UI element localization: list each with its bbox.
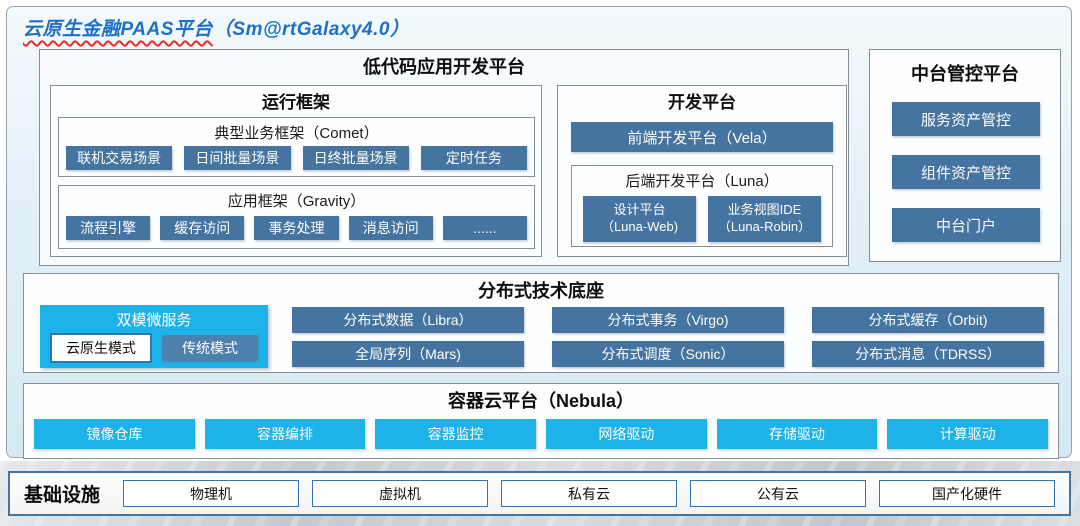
global-sequence-mars: 全局序列（Mars): [292, 341, 524, 367]
gravity-item-process-engine: 流程引擎: [66, 216, 151, 240]
distributed-message-tdrss: 分布式消息（TDRSS）: [812, 341, 1044, 367]
container-cloud-items-row: 镜像仓库 容器编排 容器监控 网络驱动 存储驱动 计算驱动: [34, 419, 1049, 449]
virtual-machine: 虚拟机: [312, 480, 489, 507]
midplatform-control-title: 中台管控平台: [911, 64, 1019, 84]
comet-item-daytime-batch: 日间批量场景: [184, 146, 291, 170]
dev-platform-box: 开发平台 前端开发平台（Vela） 后端开发平台（Luna） 设计平台 （Lun…: [557, 85, 847, 257]
distributed-cache-orbit: 分布式缓存（Orbit): [812, 307, 1044, 333]
comet-framework-box: 典型业务框架（Comet） 联机交易场景 日间批量场景 日终批量场景 定时任务: [58, 117, 535, 177]
distributed-items-grid: 分布式数据（Libra） 分布式事务（Virgo) 分布式缓存（Orbit) 全…: [292, 307, 1044, 367]
luna-web-line1: 设计平台: [613, 202, 666, 218]
component-asset-control: 组件资产管控: [892, 155, 1040, 189]
distributed-transaction-virgo: 分布式事务（Virgo): [552, 307, 784, 333]
traditional-mode: 传统模式: [162, 335, 258, 361]
gravity-items-row: 流程引擎 缓存访问 事务处理 消息访问 ......: [66, 216, 528, 240]
gravity-framework-title: 应用框架（Gravity）: [227, 193, 366, 210]
gravity-item-message-access: 消息访问: [348, 216, 433, 240]
page-title-suffix: （Sm@rtGalaxy4.0）: [212, 19, 410, 40]
domestic-hardware: 国产化硬件: [879, 480, 1056, 507]
storage-driver: 存储驱动: [716, 419, 878, 449]
comet-item-endofday-batch: 日终批量场景: [302, 146, 409, 170]
gravity-framework-box: 应用框架（Gravity） 流程引擎 缓存访问 事务处理 消息访问 ......: [58, 185, 535, 249]
infrastructure-box: 基础设施 物理机 虚拟机 私有云 公有云 国产化硬件: [8, 471, 1071, 516]
physical-machine: 物理机: [123, 480, 300, 507]
compute-driver: 计算驱动: [887, 419, 1049, 449]
vela-frontend-platform: 前端开发平台（Vela）: [571, 122, 833, 152]
dev-platform-title: 开发平台: [668, 93, 736, 112]
private-cloud: 私有云: [501, 480, 678, 507]
infrastructure-title: 基础设施: [24, 485, 101, 506]
runtime-framework-box: 运行框架 典型业务框架（Comet） 联机交易场景 日间批量场景 日终批量场景 …: [50, 85, 542, 257]
lowcode-platform-box: 低代码应用开发平台 运行框架 典型业务框架（Comet） 联机交易场景 日间批量…: [39, 49, 849, 266]
luna-web-design-platform: 设计平台 （Luna-Web): [583, 196, 696, 242]
gravity-item-cache-access: 缓存访问: [160, 216, 245, 240]
runtime-framework-title: 运行框架: [262, 93, 330, 112]
dual-mode-microservice-box: 双模微服务 云原生模式 传统模式: [40, 305, 268, 368]
container-monitoring: 容器监控: [375, 419, 537, 449]
luna-web-line2: （Luna-Web): [600, 219, 679, 234]
comet-items-row: 联机交易场景 日间批量场景 日终批量场景 定时任务: [66, 146, 527, 170]
luna-backend-title: 后端开发平台（Luna）: [625, 173, 779, 190]
distributed-base-title: 分布式技术底座: [478, 281, 604, 301]
luna-robin-line1: 业务视图IDE: [727, 202, 802, 218]
distributed-data-libra: 分布式数据（Libra）: [292, 307, 524, 333]
luna-backend-box: 后端开发平台（Luna） 设计平台 （Luna-Web) 业务视图IDE （Lu…: [571, 165, 833, 247]
luna-items-row: 设计平台 （Luna-Web) 业务视图IDE （Luna-Robin）: [583, 196, 821, 242]
distributed-scheduler-sonic: 分布式调度（Sonic）: [552, 341, 784, 367]
midplatform-control-box: 中台管控平台 服务资产管控 组件资产管控 中台门户: [869, 49, 1061, 262]
lowcode-platform-title: 低代码应用开发平台: [363, 57, 525, 77]
container-cloud-title: 容器云平台（Nebula）: [447, 391, 634, 411]
image-registry: 镜像仓库: [34, 419, 195, 449]
luna-robin-ide: 业务视图IDE （Luna-Robin）: [708, 196, 821, 242]
dual-mode-title: 双模微服务: [116, 312, 192, 329]
container-cloud-box: 容器云平台（Nebula） 镜像仓库 容器编排 容器监控 网络驱动 存储驱动 计…: [23, 383, 1059, 459]
comet-framework-title: 典型业务框架（Comet）: [214, 125, 379, 142]
luna-robin-line2: （Luna-Robin）: [717, 219, 812, 234]
public-cloud: 公有云: [690, 480, 867, 507]
gravity-item-more: ......: [442, 216, 528, 240]
comet-item-scheduled-task: 定时任务: [420, 146, 527, 170]
midplatform-portal: 中台门户: [892, 208, 1040, 242]
container-orchestration: 容器编排: [204, 419, 366, 449]
network-driver: 网络驱动: [546, 419, 707, 449]
service-asset-control: 服务资产管控: [892, 102, 1040, 136]
gravity-item-transaction: 事务处理: [254, 216, 339, 240]
page-title: 云原生金融PAAS平台（Sm@rtGalaxy4.0）: [23, 14, 409, 41]
page-title-main: 云原生金融PAAS平台: [23, 19, 213, 40]
comet-item-online-trade: 联机交易场景: [66, 146, 173, 170]
platform-outer-box: 云原生金融PAAS平台（Sm@rtGalaxy4.0） 低代码应用开发平台 运行…: [6, 6, 1072, 459]
distributed-base-box: 分布式技术底座 双模微服务 云原生模式 传统模式 分布式数据（Libra） 分布…: [23, 273, 1059, 373]
cloud-native-mode: 云原生模式: [50, 333, 152, 363]
